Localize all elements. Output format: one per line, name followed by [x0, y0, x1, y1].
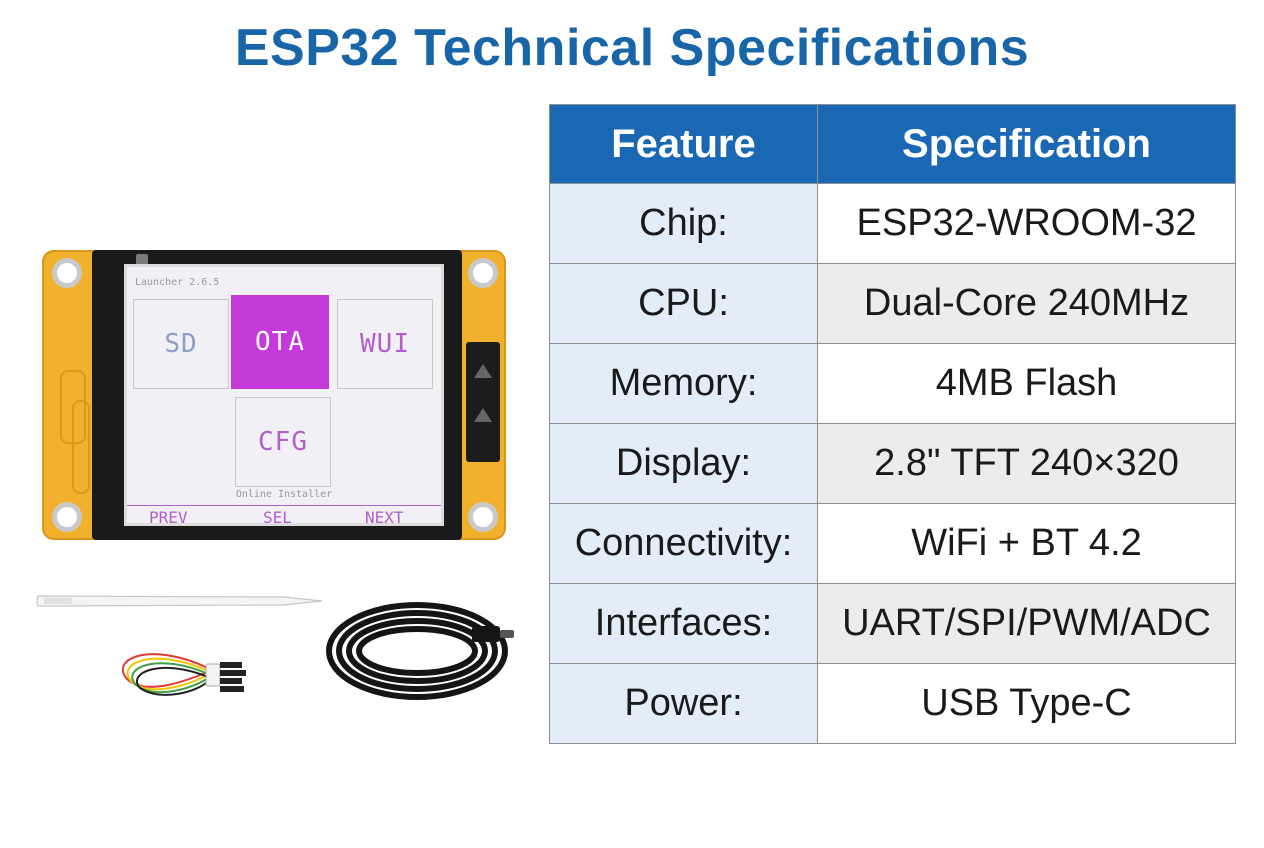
- table-row: CPU: Dual-Core 240MHz: [549, 263, 1236, 344]
- spec-cell: Dual-Core 240MHz: [817, 263, 1236, 344]
- feature-cell: CPU:: [549, 263, 818, 344]
- feature-cell: Display:: [549, 423, 818, 504]
- lcd-screen: Launcher 2.6.5 SD OTA WUI CFG Online Ins…: [124, 264, 444, 527]
- pcb-trace: [72, 400, 90, 494]
- spec-cell: UART/SPI/PWM/ADC: [817, 583, 1236, 664]
- mount-hole: [468, 258, 498, 288]
- lcd-nav-prev: PREV: [149, 508, 188, 527]
- mount-hole: [52, 258, 82, 288]
- feature-cell: Connectivity:: [549, 503, 818, 584]
- table-row: Interfaces: UART/SPI/PWM/ADC: [549, 583, 1236, 664]
- spec-cell: ESP32-WROOM-32: [817, 183, 1236, 264]
- feature-cell: Power:: [549, 663, 818, 744]
- mount-hole: [468, 502, 498, 532]
- lcd-footer-text: Online Installer: [235, 489, 333, 500]
- lcd-nav-next: NEXT: [365, 508, 404, 527]
- lcd-tile-label: OTA: [255, 327, 305, 357]
- lcd-tile-sd: SD: [133, 299, 229, 389]
- lcd-version-label: Launcher 2.6.5: [135, 277, 220, 288]
- table-row: Power: USB Type-C: [549, 663, 1236, 744]
- lcd-tile-cfg: CFG: [235, 397, 331, 487]
- stylus-image: [36, 595, 323, 607]
- specifications-table: Feature Specification Chip: ESP32-WROOM-…: [549, 104, 1236, 744]
- usb-cable-image: [326, 602, 514, 700]
- page-title: ESP32 Technical Specifications: [234, 19, 1030, 77]
- lcd-nav-bar: PREV SEL NEXT: [127, 505, 441, 527]
- spec-cell: 2.8" TFT 240×320: [817, 423, 1236, 504]
- header-feature: Feature: [549, 104, 818, 184]
- table-row: Connectivity: WiFi + BT 4.2: [549, 503, 1236, 584]
- esp32-board-image: Launcher 2.6.5 SD OTA WUI CFG Online Ins…: [42, 250, 506, 540]
- lcd-tile-label: WUI: [360, 329, 410, 359]
- spec-cell: WiFi + BT 4.2: [817, 503, 1236, 584]
- table-row: Chip: ESP32-WROOM-32: [549, 183, 1236, 264]
- spec-cell: 4MB Flash: [817, 343, 1236, 424]
- display-bezel: Launcher 2.6.5 SD OTA WUI CFG Online Ins…: [92, 250, 462, 540]
- fpc-connector: [466, 342, 500, 462]
- table-row: Display: 2.8" TFT 240×320: [549, 423, 1236, 504]
- feature-cell: Interfaces:: [549, 583, 818, 664]
- lcd-tile-label: SD: [164, 329, 198, 359]
- feature-cell: Memory:: [549, 343, 818, 424]
- table-row: Memory: 4MB Flash: [549, 343, 1236, 424]
- lcd-tile-ota: OTA: [231, 295, 329, 389]
- feature-cell: Chip:: [549, 183, 818, 264]
- lcd-nav-sel: SEL: [263, 508, 292, 527]
- lcd-tile-label: CFG: [258, 427, 308, 457]
- header-specification: Specification: [817, 104, 1236, 184]
- table-header-row: Feature Specification: [549, 104, 1236, 184]
- jumper-wires-image: [121, 653, 246, 696]
- spec-cell: USB Type-C: [817, 663, 1236, 744]
- mount-hole: [52, 502, 82, 532]
- lcd-tile-wui: WUI: [337, 299, 433, 389]
